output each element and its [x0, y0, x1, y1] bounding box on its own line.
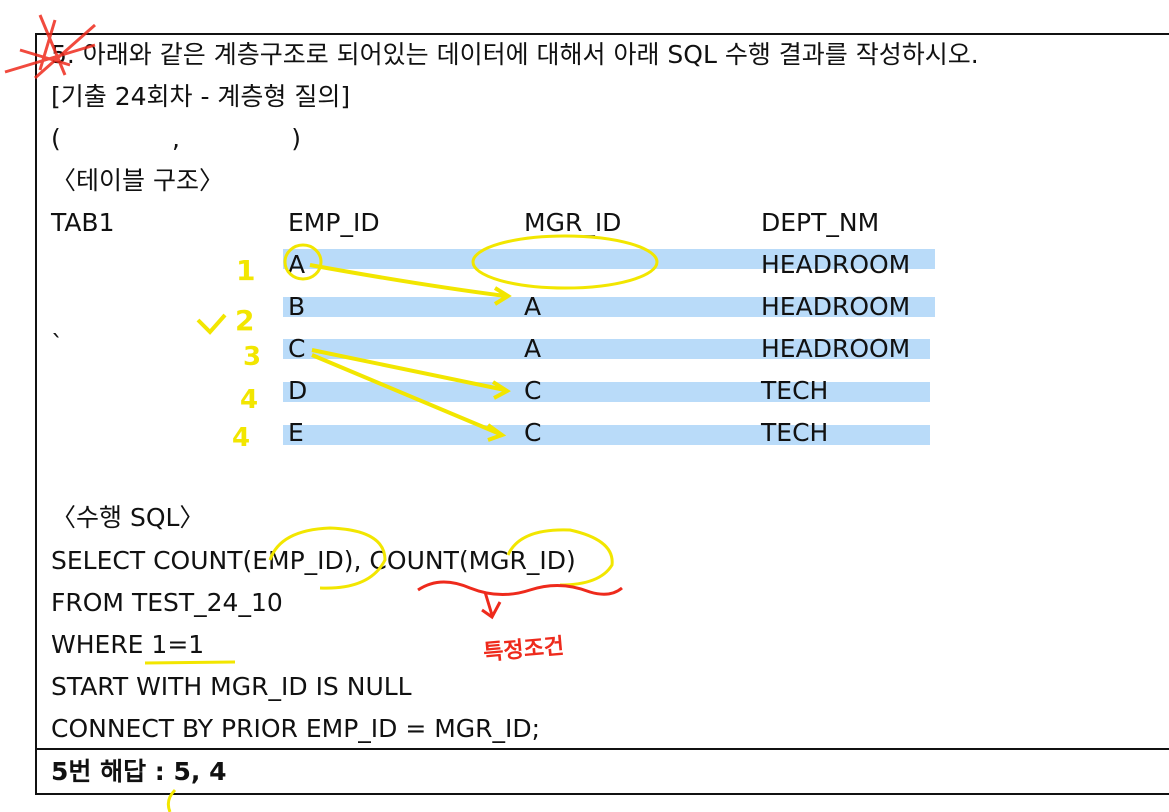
sql-line: START WITH MGR_ID IS NULL — [51, 672, 412, 701]
answer-blank: ( , ) — [51, 124, 301, 153]
sql-line: CONNECT BY PRIOR EMP_ID = MGR_ID; — [51, 714, 541, 743]
table-cell: C — [524, 376, 542, 405]
sql-line: SELECT COUNT(EMP_ID), COUNT(MGR_ID) — [51, 546, 576, 575]
table-cell: D — [288, 376, 308, 405]
table-cell: E — [288, 418, 304, 447]
table-cell: A — [524, 292, 542, 321]
row-highlight — [283, 425, 930, 445]
table-cell: TECH — [761, 376, 829, 405]
table-cell: C — [288, 334, 306, 363]
column-header: EMP_ID — [288, 208, 380, 237]
stray-mark: ` — [51, 330, 64, 359]
table-cell: C — [524, 418, 542, 447]
row-highlight — [283, 382, 930, 402]
sql-line: FROM TEST_24_10 — [51, 588, 283, 617]
table-cell: A — [288, 250, 306, 279]
sql-heading: 〈수행 SQL〉 — [51, 503, 205, 532]
table-cell: HEADROOM — [761, 292, 911, 321]
sql-line: WHERE 1=1 — [51, 630, 205, 659]
table-heading: 〈테이블 구조〉 — [51, 166, 224, 195]
table-cell: HEADROOM — [761, 250, 911, 279]
question-subtitle: [기출 24회차 - 계층형 질의] — [51, 82, 351, 111]
answer-text: 5번 해답 : 5, 4 — [51, 757, 227, 786]
column-header: DEPT_NM — [761, 208, 880, 237]
table-name: TAB1 — [51, 208, 115, 237]
question-title: 5. 아래와 같은 계층구조로 되어있는 데이터에 대해서 아래 SQL 수행 … — [51, 40, 979, 69]
table-cell: HEADROOM — [761, 334, 911, 363]
question-box — [35, 33, 1169, 795]
column-header: MGR_ID — [524, 208, 622, 237]
table-cell: B — [288, 292, 306, 321]
table-cell: A — [524, 334, 542, 363]
answer-divider — [35, 748, 1169, 750]
table-cell: TECH — [761, 418, 829, 447]
